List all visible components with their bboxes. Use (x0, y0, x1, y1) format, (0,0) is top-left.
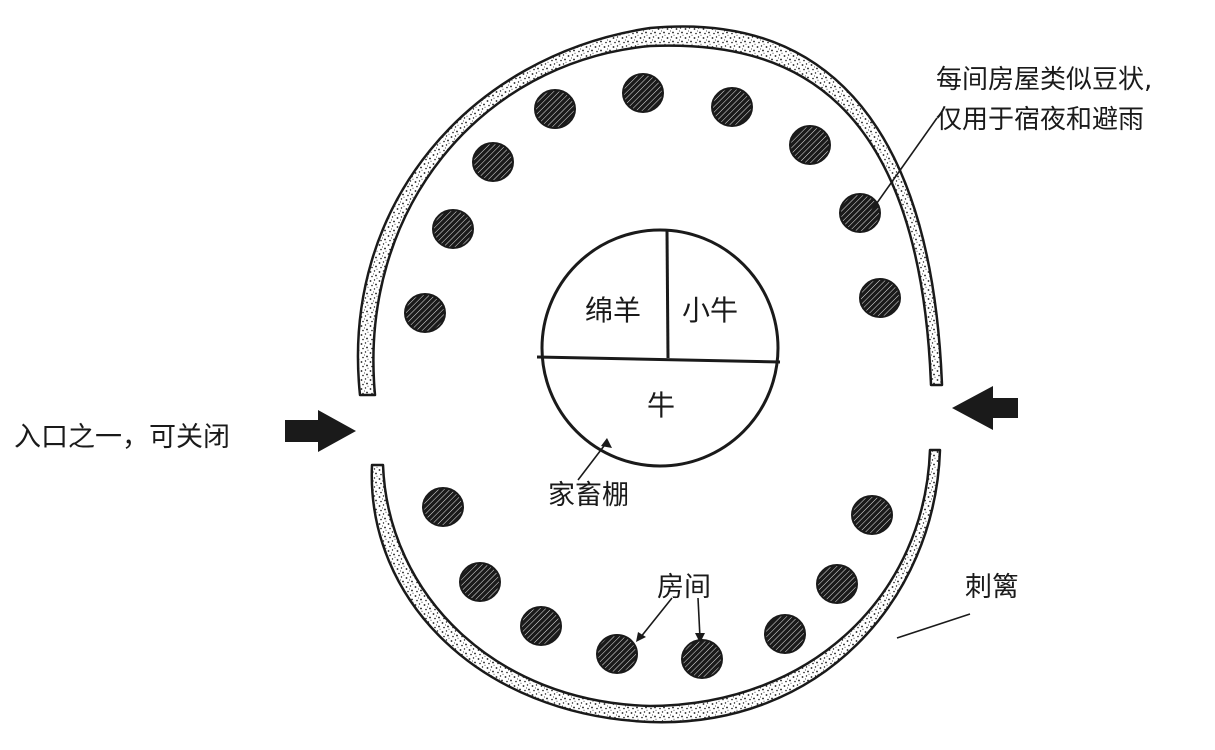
label-calf: 小牛 (682, 294, 738, 327)
house (764, 614, 806, 654)
house (472, 142, 514, 182)
livestock-pen (536, 228, 781, 468)
label-houses-note-1: 每间房屋类似豆状, (936, 65, 1152, 95)
house (596, 634, 638, 674)
label-cattle: 牛 (647, 389, 675, 422)
thorn-fence-upper (356, 25, 944, 397)
leader-fence (896, 613, 971, 639)
house (534, 89, 576, 129)
label-pen: 家畜棚 (548, 480, 629, 511)
leader-houses-note (871, 117, 938, 211)
house (851, 495, 893, 535)
leader-lines (577, 117, 971, 643)
arrow-right-icon (285, 410, 356, 452)
house (859, 278, 901, 318)
house (622, 73, 664, 113)
house (816, 564, 858, 604)
arrow-left-icon (952, 386, 1018, 430)
house (520, 606, 562, 646)
house (459, 562, 501, 602)
leader-room-right (697, 597, 701, 639)
leader-room-left (639, 597, 673, 639)
label-thorn-fence: 刺篱 (965, 572, 1019, 603)
house (422, 487, 464, 527)
pen-divider-horizontal (536, 355, 781, 364)
house (839, 193, 881, 233)
house (789, 125, 831, 165)
houses (404, 73, 901, 679)
label-sheep: 绵羊 (585, 294, 641, 327)
house (711, 87, 753, 127)
house (681, 639, 723, 679)
house (432, 209, 474, 249)
label-entrance: 入口之一，可关闭 (14, 422, 230, 453)
label-houses-note-2: 仅用于宿夜和避雨 (936, 105, 1144, 135)
thorn-fence-lower (370, 448, 942, 724)
house (404, 293, 446, 333)
pen-divider-vertical (665, 230, 670, 359)
label-rooms: 房间 (657, 572, 711, 603)
leader-pen (577, 441, 608, 481)
